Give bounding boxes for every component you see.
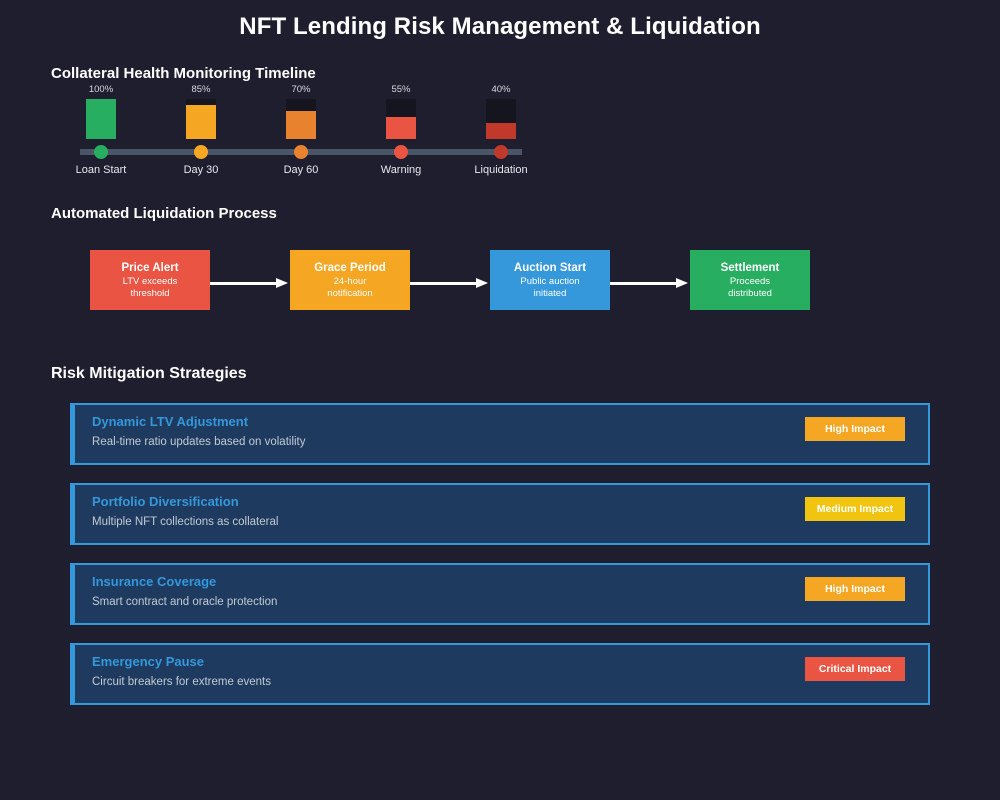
process-step-title: Grace Period [314,261,386,274]
timeline-node: 55% Warning [351,84,451,184]
impact-status-badge[interactable]: High Impact [805,577,905,601]
timeline-health-bar-fill [186,105,216,139]
page-title: NFT Lending Risk Management & Liquidatio… [239,13,761,40]
timeline-node-percent: 70% [291,84,311,95]
timeline-health-bar-fill [386,117,416,139]
timeline-node-dot[interactable] [294,145,308,159]
timeline-node: 70% Day 60 [251,84,351,184]
timeline-node-label: Warning [380,164,422,176]
timeline-node-label: Loan Start [75,164,127,176]
timeline-health-bar-track [386,99,416,139]
process-section-heading: Automated Liquidation Process [51,205,277,222]
timeline-health-bar-track [486,99,516,139]
process-flow-arrow-icon [210,278,290,288]
timeline-health-bar-fill [486,123,516,139]
process-flow-arrow-icon [410,278,490,288]
strategy-card-title: Insurance Coverage [92,574,217,589]
impact-status-badge[interactable]: Medium Impact [805,497,905,521]
impact-status-badge[interactable]: Critical Impact [805,657,905,681]
timeline-node-percent: 55% [391,84,411,95]
timeline-node-label: Liquidation [474,164,528,176]
strategies-section-heading: Risk Mitigation Strategies [51,365,247,382]
timeline-node: 40% Liquidation [451,84,551,184]
impact-status-badge[interactable]: High Impact [805,417,905,441]
timeline-node-dot[interactable] [394,145,408,159]
timeline-node-percent: 100% [88,84,114,95]
timeline-node-percent: 40% [491,84,511,95]
collateral-health-timeline: 100% Loan Start 85% Day 30 70% Day 60 55% Warni… [51,84,551,184]
timeline-node: 100% Loan Start [51,84,151,184]
strategy-card-description: Multiple NFT collections as collateral [92,516,279,528]
timeline-section-heading: Collateral Health Monitoring Timeline [51,65,316,82]
strategy-card-description: Smart contract and oracle protection [92,596,278,608]
timeline-node-dot[interactable] [494,145,508,159]
process-step-title: Settlement [720,261,780,274]
timeline-node-label: Day 60 [283,164,319,176]
process-flow-arrow-icon [610,278,690,288]
timeline-health-bar-track [286,99,316,139]
timeline-node-label: Day 30 [183,164,219,176]
timeline-health-bar-fill [286,111,316,139]
strategy-card-title: Portfolio Diversification [92,494,239,509]
process-step-title: Auction Start [513,261,587,274]
strategy-card-title: Dynamic LTV Adjustment [92,414,249,429]
timeline-node-percent: 85% [191,84,211,95]
timeline-node: 85% Day 30 [151,84,251,184]
timeline-node-dot[interactable] [94,145,108,159]
strategy-card-title: Emergency Pause [92,654,205,669]
strategy-card-description: Circuit breakers for extreme events [92,676,271,688]
timeline-health-bar-fill [86,99,116,139]
process-step-title: Price Alert [121,261,179,274]
strategy-card-description: Real-time ratio updates based on volatil… [92,436,306,448]
timeline-node-dot[interactable] [194,145,208,159]
timeline-health-bar-track [86,99,116,139]
timeline-health-bar-track [186,99,216,139]
